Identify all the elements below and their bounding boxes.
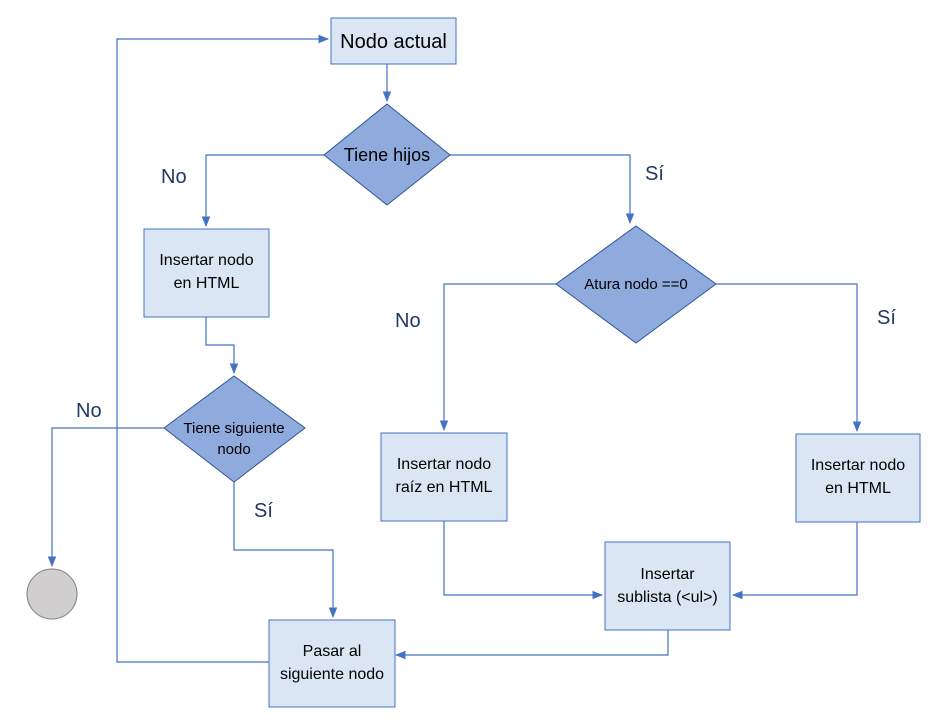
edge-insertar-raiz-to-insertar-sublista	[443, 521, 604, 600]
node-nodo-actual: Nodo actual	[330, 17, 457, 65]
edge-insertar-nodo-left-to-tiene-siguiente	[205, 317, 239, 375]
node-tiene-siguiente-line-2: nodo	[217, 441, 250, 458]
edge-pasar-siguiente-to-nodo-actual	[116, 34, 330, 663]
edge-atura-nodo-to-insertar-raiz	[439, 283, 556, 432]
node-nodo-actual-label: Nodo actual	[340, 31, 447, 53]
node-insertar-raiz: Insertar nodo raíz en HTML	[380, 432, 508, 522]
edge-insertar-nodo-right-to-insertar-sublista	[731, 522, 858, 600]
node-insertar-nodo-right-line-1: Insertar nodo	[811, 457, 905, 474]
edge-tiene-hijos-to-atura-nodo	[450, 154, 635, 225]
node-tiene-hijos: Tiene hijos	[323, 103, 451, 206]
node-insertar-sublista-line-2: sublista (<ul>)	[617, 589, 718, 606]
node-insertar-nodo-left-line-1: Insertar nodo	[159, 252, 253, 269]
node-atura-nodo: Atura nodo ==0	[555, 225, 717, 344]
edge-labels: No Sí No Sí No Sí	[76, 163, 896, 522]
node-tiene-hijos-label: Tiene hijos	[344, 145, 430, 165]
node-pasar-siguiente-line-1: Pasar al	[303, 643, 362, 660]
edge-label-tiene-siguiente-no: No	[76, 400, 102, 422]
edge-insertar-sublista-to-pasar-siguiente	[394, 630, 669, 660]
node-insertar-raiz-line-1: Insertar nodo	[397, 456, 491, 473]
node-insertar-nodo-left: Insertar nodo en HTML	[143, 228, 270, 318]
node-insertar-raiz-line-2: raíz en HTML	[396, 479, 493, 496]
edge-atura-nodo-to-insertar-nodo-right	[716, 283, 862, 433]
connectors	[47, 34, 862, 663]
node-insertar-nodo-right: Insertar nodo en HTML	[795, 433, 921, 523]
edge-label-atura-nodo-no: No	[395, 310, 421, 332]
edge-tiene-siguiente-to-fin	[47, 427, 164, 568]
edge-label-tiene-hijos-si: Sí	[645, 163, 664, 185]
edge-label-atura-nodo-si: Sí	[877, 307, 896, 329]
end-circle	[26, 568, 78, 620]
edge-tiene-hijos-to-insertar-nodo-left	[201, 154, 324, 228]
node-pasar-siguiente: Pasar al siguiente nodo	[268, 619, 396, 708]
node-insertar-sublista-line-1: Insertar	[640, 566, 695, 583]
edge-tiene-siguiente-to-pasar-siguiente	[233, 482, 338, 619]
node-tiene-siguiente: Tiene siguiente nodo	[163, 375, 306, 483]
node-atura-nodo-label: Atura nodo ==0	[584, 276, 687, 293]
edge-label-tiene-hijos-no: No	[161, 166, 187, 188]
node-fin	[26, 568, 78, 620]
node-tiene-siguiente-line-1: Tiene siguiente	[183, 420, 284, 437]
node-insertar-sublista: Insertar sublista (<ul>)	[604, 541, 731, 631]
node-insertar-nodo-right-line-2: en HTML	[825, 480, 891, 497]
node-pasar-siguiente-line-2: siguiente nodo	[280, 666, 384, 683]
edge-label-tiene-siguiente-si: Sí	[254, 500, 273, 522]
node-insertar-nodo-left-line-2: en HTML	[174, 275, 240, 292]
